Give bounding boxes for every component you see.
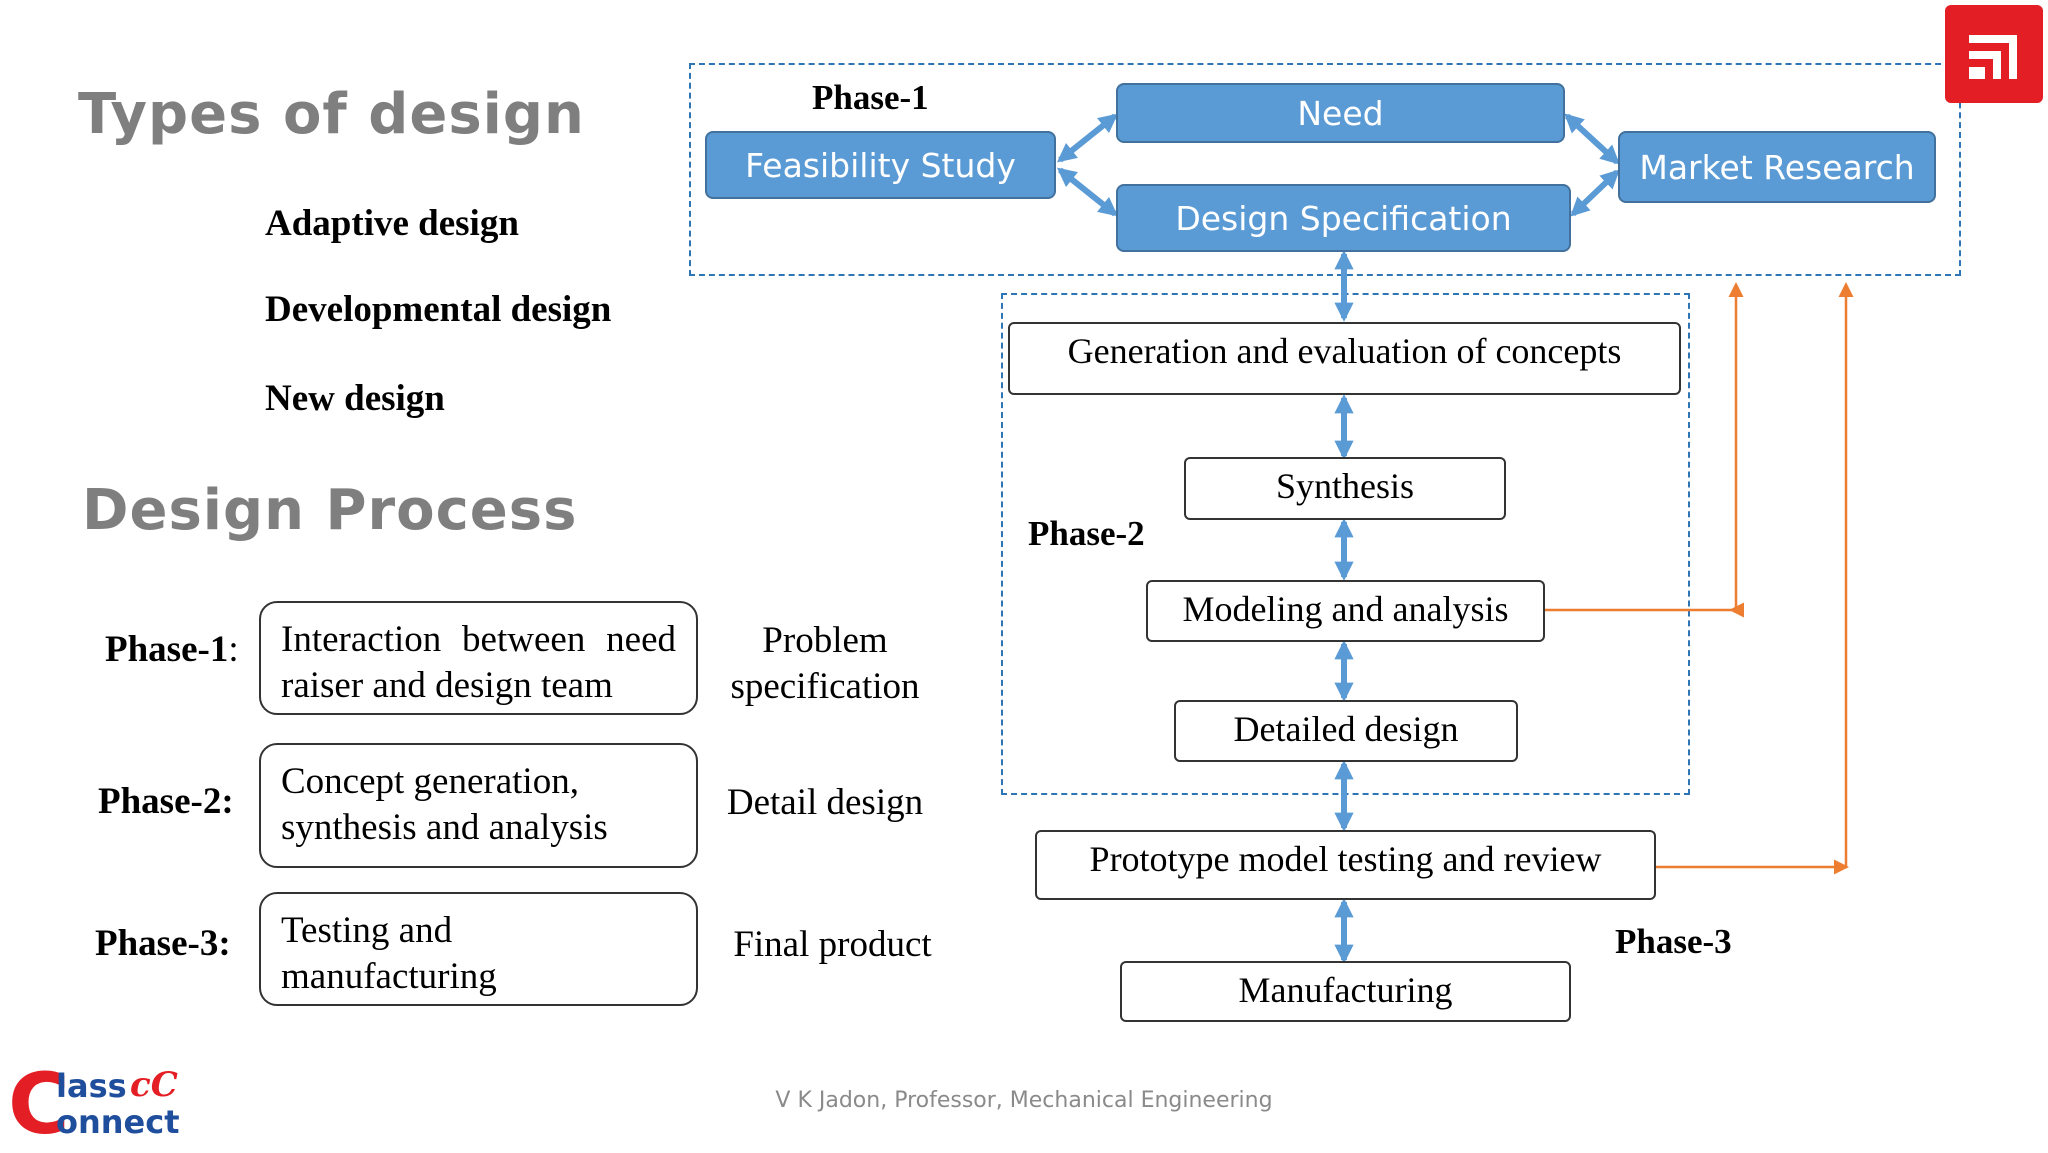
arrow-feasibility-spec (1057, 167, 1118, 217)
need-box: Need (1116, 83, 1565, 143)
phase-1-desc-line-2: raiser and design team (281, 665, 613, 706)
phase-2-label: Phase-2: (98, 781, 234, 822)
diagram-phase-2-label: Phase-2 (1028, 514, 1145, 553)
phase-2-description: Concept generation, synthesis and analys… (259, 743, 698, 868)
types-of-design-heading: Types of design (78, 82, 585, 147)
phase-1-result: Problem specification (730, 620, 920, 707)
phase-3-desc-line-2: manufacturing (281, 956, 497, 997)
phase-2-desc-line-2: synthesis and analysis (281, 807, 608, 848)
logo-top-word: lass (56, 1067, 127, 1105)
type-new: New design (265, 378, 445, 419)
brand-logo-icon (1945, 5, 2043, 103)
phase-3-label: Phase-3: (95, 923, 231, 964)
diagram-phase-3-label: Phase-3 (1615, 922, 1732, 961)
generation-evaluation-box: Generation and evaluation of concepts (1008, 322, 1681, 395)
prototype-testing-box: Prototype model testing and review (1035, 830, 1656, 900)
phase-2-desc-line-1: Concept generation, (281, 761, 579, 802)
feasibility-study-box: Feasibility Study (705, 131, 1056, 199)
phase-3-description: Testing and manufacturing (259, 892, 698, 1006)
detailed-design-box: Detailed design (1174, 700, 1518, 762)
market-research-box: Market Research (1618, 131, 1936, 203)
phase-1-description: Interaction between need raiser and desi… (259, 601, 698, 715)
modeling-analysis-box: Modeling and analysis (1146, 580, 1545, 642)
arrow-feasibility-need (1057, 113, 1118, 163)
feedback-prototype-to-phase1 (1655, 282, 1854, 869)
arrow-spec-market (1570, 169, 1620, 217)
class-connect-logo: C lass cC onnect (8, 1059, 180, 1150)
phase-2-result: Detail design (726, 782, 924, 823)
design-process-heading: Design Process (82, 478, 578, 543)
arrow-need-market (1564, 113, 1620, 165)
logo-cc: cC (130, 1065, 178, 1105)
phase-1-group (689, 63, 1961, 276)
diagram-phase-1-label: Phase-1 (812, 78, 929, 117)
manufacturing-box: Manufacturing (1120, 961, 1571, 1022)
synthesis-box: Synthesis (1184, 457, 1506, 520)
design-specification-box: Design Specification (1116, 184, 1571, 252)
phase-1-desc-line-1: Interaction between need (281, 619, 676, 660)
logo-letter: C (8, 1055, 70, 1153)
phase-3-desc-line-1: Testing and (281, 910, 453, 951)
logo-bottom-word: onnect (56, 1103, 180, 1141)
phase-3-result: Final product (733, 924, 932, 965)
footer-credit: V K Jadon, Professor, Mechanical Enginee… (775, 1088, 1273, 1113)
type-adaptive: Adaptive design (265, 203, 519, 244)
phase-1-label: Phase-1: (105, 629, 239, 670)
type-developmental: Developmental design (265, 289, 612, 330)
